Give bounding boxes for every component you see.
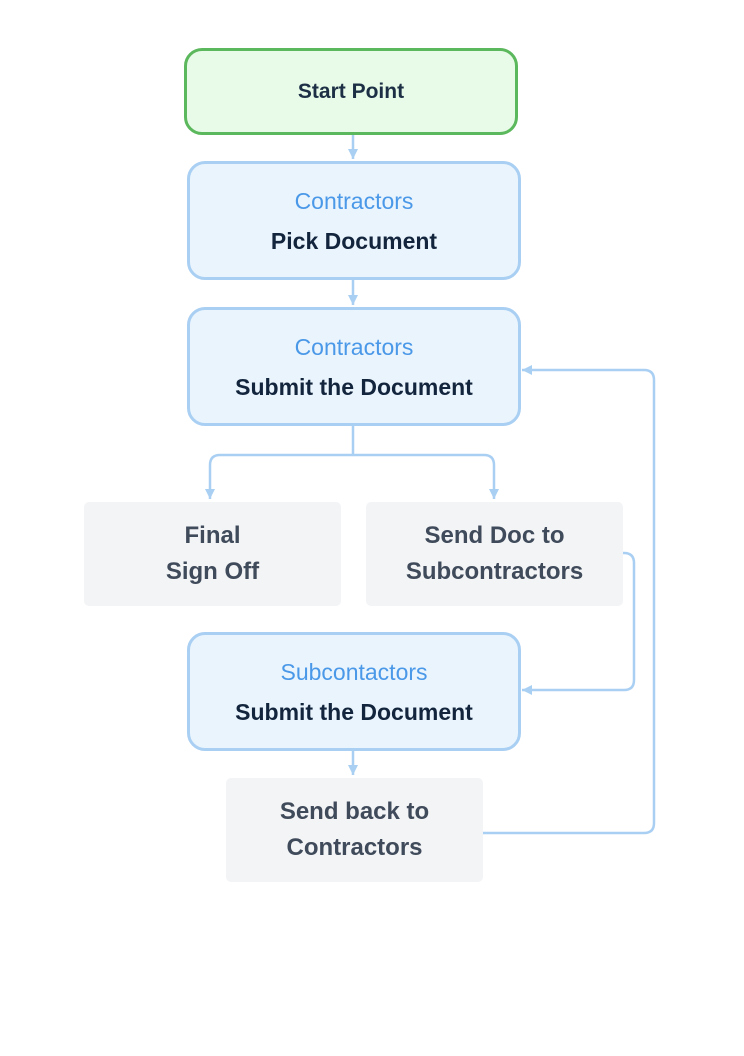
start-point-label: Start Point (297, 79, 405, 103)
connector-send-back-to-contractor-submit (482, 365, 656, 835)
subcontractor-submit-node[interactable]: Subcontactors Submit the Document (187, 632, 521, 751)
subcontractor-submit-action: Submit the Document (235, 698, 473, 725)
send-back-label: Send back to Contractors (279, 798, 430, 861)
subcontractor-submit-role: Subcontactors (280, 658, 428, 685)
contractor-submit-role: Contractors (294, 333, 414, 360)
start-point-node[interactable]: Start Point (184, 48, 518, 135)
connector-send-doc-to-subcontractor-submit (522, 551, 636, 695)
connector-submit-to-send-doc (353, 453, 499, 499)
contractor-submit-node[interactable]: Contractors Submit the Document (187, 307, 521, 426)
contractor-submit-action: Submit the Document (235, 373, 473, 400)
send-back-node[interactable]: Send back to Contractors (226, 778, 483, 882)
connector-submit-to-final-signoff (205, 426, 355, 499)
final-sign-off-label: Final Sign Off (165, 522, 260, 585)
final-sign-off-node[interactable]: Final Sign Off (84, 502, 341, 606)
pick-document-action: Pick Document (270, 227, 438, 254)
send-to-subcontractors-node[interactable]: Send Doc to Subcontractors (366, 502, 623, 606)
send-to-subcontractors-label: Send Doc to Subcontractors (405, 522, 584, 585)
pick-document-role: Contractors (294, 187, 414, 214)
pick-document-node[interactable]: Contractors Pick Document (187, 161, 521, 280)
